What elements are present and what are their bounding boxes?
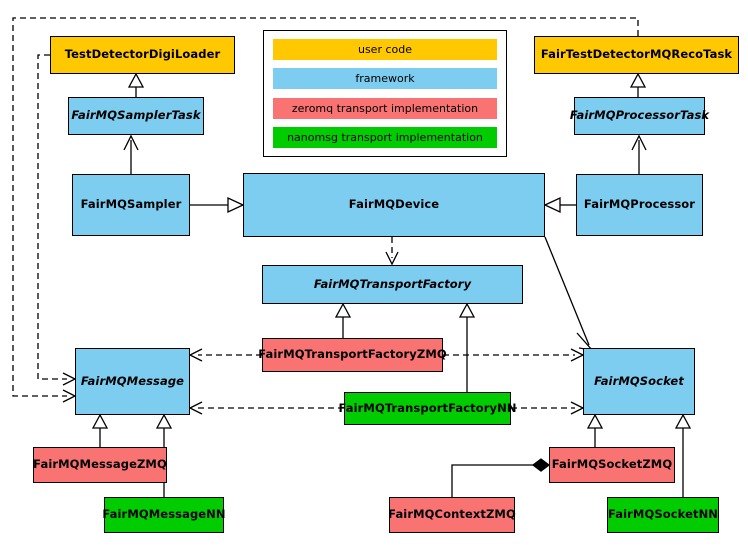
legend-item-user-code: user code <box>273 39 497 60</box>
class-node-fairmqsocketnn[interactable]: FairMQSocketNN <box>607 497 719 533</box>
class-label-fairmqtransportfactorynn: FairMQTransportFactoryNN <box>338 400 517 415</box>
edge-device-to-transportfactory <box>385 237 399 266</box>
edge-messagezmq-to-message <box>91 413 109 447</box>
class-node-fairmqtransportfactory[interactable]: FairMQTransportFactory <box>262 265 523 304</box>
class-node-fairmqsocketzmq[interactable]: FairMQSocketZMQ <box>549 447 675 483</box>
legend-item-nanomsg: nanomsg transport implementation <box>273 126 497 148</box>
class-label-fairmqcontextzmq: FairMQContextZMQ <box>388 507 516 522</box>
class-label-fairmqsamplertask: FairMQSamplerTask <box>71 108 201 123</box>
class-label-fairmqtransportfactoryzmq: FairMQTransportFactoryZMQ <box>258 347 447 362</box>
class-label-fairmqsocket: FairMQSocket <box>594 373 684 388</box>
legend-item-framework: framework <box>273 68 497 90</box>
edge-processor-to-device <box>543 196 576 214</box>
class-label-fairmqsocketzmq: FairMQSocketZMQ <box>551 457 673 472</box>
edge-tfzmq-to-socket <box>443 348 585 362</box>
class-node-fairmqmessagezmq[interactable]: FairMQMessageZMQ <box>33 447 167 483</box>
class-label-testdetectordigiloader: TestDetectorDigiLoader <box>64 47 221 62</box>
class-label-fairmqtransportfactory: FairMQTransportFactory <box>313 276 472 291</box>
class-node-fairmqtransportfactorynn[interactable]: FairMQTransportFactoryNN <box>338 392 516 425</box>
class-label-fairmqsampler: FairMQSampler <box>80 197 182 212</box>
legend-label-user-code: user code <box>357 43 413 56</box>
class-node-fairmqtransportfactoryzmq[interactable]: FairMQTransportFactoryZMQ <box>258 338 447 372</box>
class-node-fairmqsampler[interactable]: FairMQSampler <box>72 174 190 236</box>
edge-contextzmq-to-socketzmq <box>451 458 551 497</box>
class-node-fairmqsocket[interactable]: FairMQSocket <box>583 348 695 415</box>
edge-device-to-socket <box>544 236 594 351</box>
edge-socketzmq-to-socket <box>586 413 604 447</box>
edge-sampler-to-device <box>190 196 245 214</box>
edge-sampler-to-samplertask <box>123 134 139 174</box>
edge-tfnn-to-transportfactory <box>458 302 476 392</box>
class-node-fairmqprocessortask[interactable]: FairMQProcessorTask <box>570 97 709 135</box>
edge-samplertask-to-digiloader <box>127 72 145 97</box>
class-label-fairtestdetectormqrecotask: FairTestDetectorMQRecoTask <box>540 47 733 62</box>
legend: user code framework zeromq transport imp… <box>263 30 507 157</box>
edge-tfzmq-to-message <box>188 348 262 362</box>
class-node-fairtestdetectormqrecotask[interactable]: FairTestDetectorMQRecoTask <box>534 36 739 74</box>
legend-item-zeromq: zeromq transport implementation <box>273 97 497 119</box>
class-label-fairmqmessage: FairMQMessage <box>80 373 185 388</box>
legend-label-framework: framework <box>355 72 415 86</box>
class-label-fairmqprocessor: FairMQProcessor <box>583 197 696 212</box>
edge-processortask-to-recotask <box>629 72 647 97</box>
edge-processor-to-processortask <box>631 134 647 174</box>
class-label-fairmqprocessortask: FairMQProcessorTask <box>569 108 710 123</box>
class-label-fairmqmessagezmq: FairMQMessageZMQ <box>33 457 167 472</box>
class-label-fairmqmessagenn: FairMQMessageNN <box>102 507 226 522</box>
class-node-fairmqprocessor[interactable]: FairMQProcessor <box>576 174 703 236</box>
class-node-fairmqmessage[interactable]: FairMQMessage <box>75 348 190 415</box>
class-node-testdetectordigiloader[interactable]: TestDetectorDigiLoader <box>50 36 235 74</box>
class-label-fairmqdevice: FairMQDevice <box>348 197 440 212</box>
edge-tfzmq-to-transportfactory <box>334 302 352 338</box>
class-node-fairmqdevice[interactable]: FairMQDevice <box>243 173 545 237</box>
class-label-fairmqsocketnn: FairMQSocketNN <box>607 507 719 522</box>
legend-label-zeromq: zeromq transport implementation <box>291 101 479 115</box>
legend-label-nanomsg: nanomsg transport implementation <box>287 130 483 144</box>
class-node-fairmqmessagenn[interactable]: FairMQMessageNN <box>102 497 226 533</box>
class-node-fairmqsamplertask[interactable]: FairMQSamplerTask <box>68 97 204 135</box>
edge-socketnn-to-socket <box>674 413 692 497</box>
edge-tfnn-to-message <box>188 401 344 415</box>
class-node-fairmqcontextzmq[interactable]: FairMQContextZMQ <box>388 497 516 533</box>
edge-tfnn-to-socket <box>511 401 585 415</box>
